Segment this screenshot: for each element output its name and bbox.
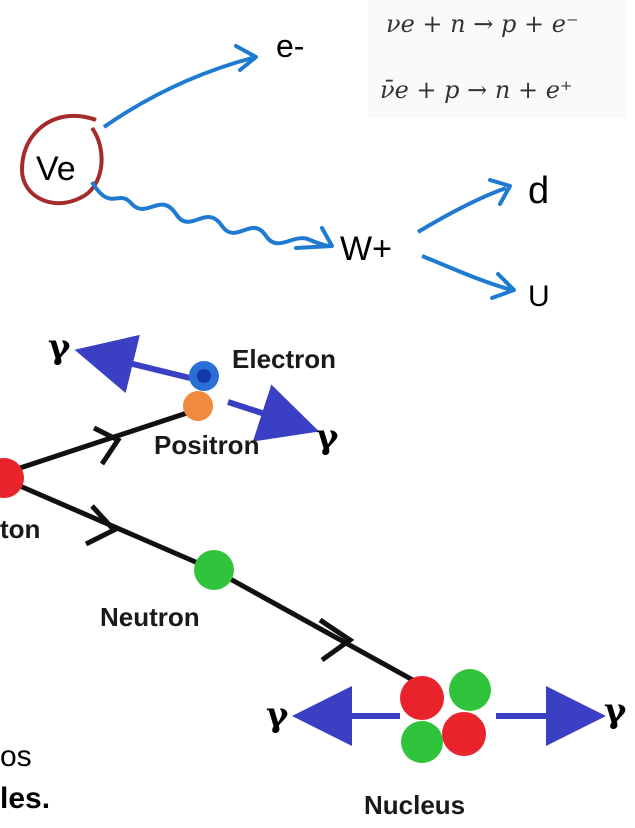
- neutron-circle: [194, 550, 234, 590]
- equation-2: ν̄e + p → n + e⁺: [380, 76, 573, 104]
- electron-gamma-arrow: [74, 334, 191, 394]
- u-quark-arrowhead: [490, 272, 516, 300]
- neutron-nucleus-arrow: [318, 617, 355, 663]
- gamma-label-positron: γ: [316, 417, 339, 457]
- proton-circle: [0, 458, 24, 498]
- w-boson-wavy-line: [90, 180, 331, 248]
- equation-1: νe + n → p + e⁻: [386, 10, 579, 38]
- gamma-label-top-left: γ: [48, 327, 71, 367]
- u-quark-label: U: [528, 280, 550, 313]
- nucleus-proton-right: [442, 712, 486, 756]
- nucleus-neutron-bottom: [401, 721, 443, 763]
- d-quark-arrowhead: [488, 178, 512, 206]
- gamma-label-nucleus-left: γ: [266, 695, 289, 735]
- electron-line: [102, 56, 253, 129]
- u-quark-line: [421, 254, 513, 292]
- d-quark-line: [416, 186, 507, 234]
- w-arrowhead: [294, 226, 334, 250]
- neutron-text: Neutron: [100, 602, 200, 632]
- nucleus-proton-left: [400, 676, 444, 720]
- nucleus-neutron-top: [449, 669, 491, 711]
- cropped-text-line-2: les.: [0, 782, 51, 815]
- gamma-label-nucleus-right: γ: [604, 691, 627, 731]
- neutrino-label: Ve: [36, 150, 76, 188]
- neutron-nucleus-line: [212, 567, 422, 687]
- positron-text: Positron: [154, 430, 260, 460]
- electron-core: [197, 369, 211, 383]
- positron-gamma-arrow: [227, 384, 320, 442]
- neutrino-circle: [19, 113, 104, 206]
- cropped-text-line-1: os: [0, 740, 32, 773]
- equation-box: [368, 0, 626, 118]
- proton-positron-arrow: [92, 425, 122, 466]
- nucleus-cluster: [400, 669, 491, 763]
- proton-neutron-arrow: [84, 504, 119, 547]
- proton-positron-line: [19, 407, 197, 471]
- electron-text: Electron: [232, 344, 337, 374]
- nucleus-text: Nucleus: [364, 790, 466, 820]
- electron-arrowhead: [234, 44, 258, 72]
- electron-label: e-: [276, 28, 305, 64]
- proton-partial-text: ton: [0, 514, 41, 544]
- d-quark-label: d: [528, 170, 550, 212]
- w-boson-label: W+: [340, 230, 392, 268]
- positron-circle: [183, 391, 213, 421]
- proton-neutron-line: [19, 483, 215, 573]
